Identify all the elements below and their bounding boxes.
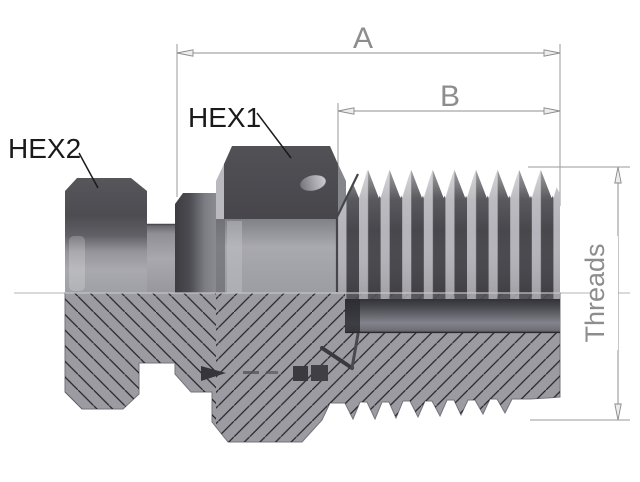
threads-label: Threads	[580, 243, 610, 342]
small-bore-seat	[201, 366, 226, 381]
callout-hex1: HEX1	[188, 102, 292, 159]
dimension-a: A	[176, 22, 561, 206]
hex1-label: HEX1	[188, 102, 261, 133]
fitting-external-view	[65, 146, 560, 293]
thread-shading	[337, 170, 560, 293]
dimension-b: B	[337, 80, 561, 173]
cone-seat-edge	[320, 346, 354, 370]
hex2-body	[65, 178, 147, 293]
dimension-threads: Threads	[528, 166, 630, 421]
counterbore-step-2	[311, 365, 328, 381]
collar-ring	[175, 193, 218, 293]
hex1-flank-highlight	[227, 221, 242, 293]
callout-hex2: HEX2	[8, 133, 99, 189]
dim-threads-arrow-up	[614, 166, 622, 184]
dim-a-arrow-right	[543, 49, 561, 57]
dim-b-arrow-left	[337, 107, 355, 115]
thread-lead-edge	[335, 173, 359, 292]
hex1-leader-line	[256, 112, 292, 159]
hatch-left	[65, 293, 216, 442]
hex1-flank-shadow-left	[216, 219, 225, 293]
bore-left-cap	[345, 299, 360, 333]
cone-seat-edge-2	[350, 332, 360, 370]
threads-label-backing	[590, 236, 618, 350]
small-bore-edge-1	[243, 371, 259, 374]
hex2-label: HEX2	[8, 133, 81, 164]
hex1-dimple	[300, 175, 326, 191]
thread-roots-strip	[345, 292, 560, 300]
male-threads	[335, 170, 560, 293]
small-bore-edge-2	[266, 371, 278, 374]
bore-cylinder	[345, 299, 560, 333]
hex1-flank	[216, 219, 346, 293]
fitting-section-view	[64, 292, 561, 443]
dim-b-label: B	[440, 80, 460, 113]
hex1-left-facet	[216, 164, 224, 219]
dim-a-label: A	[353, 22, 373, 55]
dim-a-arrow-left	[176, 49, 194, 57]
hex2-leader-line	[78, 152, 99, 189]
hex2-highlight	[69, 236, 85, 291]
dim-threads-arrow-down	[614, 403, 622, 421]
dim-b-arrow-right	[543, 107, 561, 115]
neck-groove	[147, 224, 175, 293]
hex1-top-face	[224, 146, 338, 219]
counterbore-step-1	[293, 366, 308, 381]
